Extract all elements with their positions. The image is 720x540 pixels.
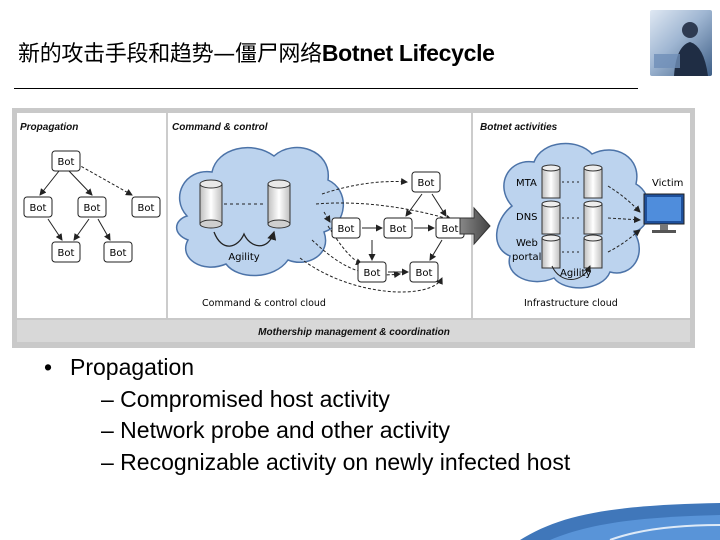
prop-bot-l1b-label: Bot — [84, 203, 101, 214]
prop-bot-l1c-label: Bot — [138, 203, 155, 214]
cc-bot-mid-c-label: Bot — [442, 224, 459, 235]
slide-title-en: Botnet Lifecycle — [321, 40, 495, 66]
cc-bot-bottom-a — [357, 261, 387, 283]
bullet-item-0: Propagation — [44, 352, 570, 384]
cc-bot-mid-a-label: Bot — [338, 224, 355, 235]
business-person-icon — [654, 22, 708, 76]
cc-agility-label: Agility — [228, 252, 259, 263]
infra-agility-label: Agility — [560, 268, 591, 279]
prop-bot-l1a-label: Bot — [30, 203, 47, 214]
mothership-bar — [17, 320, 690, 342]
botnet-lifecycle-diagram: Propagation Command & control Botnet act… — [12, 108, 695, 348]
cc-bot-bottom-b-label: Bot — [416, 268, 433, 279]
prop-bot-l2a-label: Bot — [58, 248, 75, 259]
cc-cloud-caption: Command & control cloud — [202, 298, 326, 309]
node-victim-label: Victim — [652, 178, 683, 189]
cc-bot-top — [411, 171, 441, 193]
cc-bot-mid-b — [383, 217, 413, 239]
node-mta-label: MTA — [516, 178, 537, 189]
prop-bot-l2b — [103, 241, 133, 263]
cc-bot-mid-b-label: Bot — [390, 224, 407, 235]
panel-label-propagation: Propagation — [20, 122, 78, 133]
prop-bot-l2a — [51, 241, 81, 263]
node-dns-label: DNS — [516, 212, 538, 223]
node-portal-label: portal — [512, 252, 541, 263]
infra-servers — [541, 164, 603, 269]
prop-bot-root-label: Bot — [58, 157, 75, 168]
bullet-item-2: – Network probe and other activity — [101, 417, 451, 443]
cc-bot-top-label: Bot — [418, 178, 435, 189]
panel-label-botnet-activities: Botnet activities — [480, 122, 558, 133]
prop-bot-l1b — [77, 196, 107, 218]
panel-label-command-control: Command & control — [172, 122, 268, 133]
propagation-tree: Bot Bot Bot Bot Bot Bot — [23, 150, 161, 263]
victim-monitor-icon — [643, 193, 685, 233]
title-divider — [14, 88, 638, 89]
prop-bot-l1c — [131, 196, 161, 218]
command-control-panel: Agility Command & control cloud Bot Bot … — [175, 146, 465, 309]
node-web-label: Web — [516, 238, 538, 249]
prop-bot-l1a — [23, 196, 53, 218]
mothership-caption: Mothership management & coordination — [258, 327, 450, 338]
prop-bot-l2b-label: Bot — [110, 248, 127, 259]
bullet-list: Propagation – Compromised host activity … — [44, 352, 570, 478]
cc-bot-bottom-b — [409, 261, 439, 283]
bullet-item-1: – Compromised host activity — [101, 385, 390, 412]
botnet-activities-panel: MTA DNS Web portal Agility Infrastructur… — [495, 142, 685, 309]
bullet-item-3: – Recognizable activity on newly infecte… — [101, 448, 571, 475]
cc-server-right — [267, 179, 291, 229]
cc-server-left — [199, 179, 223, 229]
slide-title-cn: 新的攻击手段和趋势—僵尸网络 — [18, 42, 322, 67]
transition-arrow — [459, 206, 491, 246]
infra-cloud-caption: Infrastructure cloud — [524, 298, 618, 309]
cc-bot-mid-a — [331, 217, 361, 239]
corner-photo — [650, 10, 712, 76]
slide-title: 新的攻击手段和趋势—僵尸网络Botnet Lifecycle — [18, 36, 495, 68]
prop-bot-root — [51, 150, 81, 172]
decorative-swirl — [520, 503, 720, 540]
cc-bot-bottom-a-label: Bot — [364, 268, 381, 279]
